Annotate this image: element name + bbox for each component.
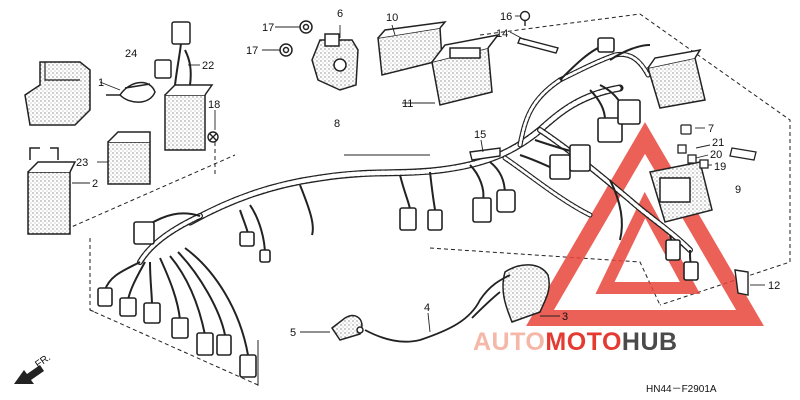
- part-label-17b: 17: [246, 45, 258, 57]
- part-18-bolt: [207, 131, 219, 143]
- part-9-fusebox: [647, 48, 713, 223]
- part-14-strip: [517, 37, 559, 54]
- part-17-grommets: [279, 20, 313, 57]
- part-label-18: 18: [208, 99, 220, 111]
- part-label-6: 6: [337, 8, 343, 20]
- part-22-unit: [154, 21, 214, 151]
- part-label-23: 23: [76, 157, 88, 169]
- watermark-hub: HUB: [622, 328, 678, 356]
- part-label-17a: 17: [262, 22, 274, 34]
- part-7-fuse: [680, 124, 692, 135]
- part-label-5: 5: [290, 327, 296, 339]
- part-15-clip: [469, 147, 501, 161]
- part-label-10: 10: [386, 12, 398, 24]
- part-23-relay: [107, 131, 151, 185]
- leader-lines: [72, 15, 765, 333]
- part-label-11: 11: [402, 98, 413, 110]
- harness-connectors: [97, 37, 699, 378]
- part-label-4: 4: [424, 302, 430, 314]
- part-label-7: 7: [708, 123, 714, 135]
- part-12-clip: [734, 269, 749, 296]
- part-label-21: 21: [712, 137, 724, 149]
- diagram-code: HN44－F2901A: [646, 384, 717, 395]
- part-19-21-fuses: [677, 144, 757, 169]
- watermark-logo: AUTOMOTOHUB: [473, 328, 678, 356]
- part-24-band: [106, 81, 156, 103]
- part-label-1: 1: [98, 77, 104, 89]
- part-label-20: 20: [710, 149, 722, 161]
- part-label-19: 19: [714, 161, 726, 173]
- part-2-unit: [27, 147, 77, 235]
- wire-harness-main: [137, 51, 693, 265]
- part-3-ignition-coil: [471, 264, 550, 323]
- part-label-16: 16: [500, 11, 512, 23]
- part-label-22: 22: [202, 60, 214, 72]
- watermark-moto: MOTO: [545, 328, 622, 356]
- part-label-9: 9: [735, 184, 741, 196]
- part-label-2: 2: [92, 178, 98, 190]
- part-label-12: 12: [768, 280, 780, 292]
- part-11-ecu: [431, 33, 500, 106]
- part-label-15: 15: [474, 129, 486, 141]
- part-16-screw: [519, 10, 531, 26]
- part-label-14: 14: [496, 28, 508, 40]
- part-1-bracket: [24, 61, 91, 126]
- watermark-auto: AUTO: [473, 328, 545, 356]
- part-4-high-tension-lead: [364, 274, 511, 343]
- part-label-3: 3: [562, 311, 568, 323]
- part-6-sensor: [311, 33, 359, 91]
- part-5-plug-cap: [330, 314, 364, 341]
- part-labels: 24 1 22 18 23 2 17 17 6 10 11 16 14 8 15…: [76, 8, 780, 339]
- svg-text:AUTOMOTOHUB: AUTOMOTOHUB: [473, 328, 678, 356]
- part-label-8: 8: [334, 118, 340, 130]
- part-label-24: 24: [125, 48, 137, 60]
- front-arrow-icon: FR.: [14, 352, 53, 384]
